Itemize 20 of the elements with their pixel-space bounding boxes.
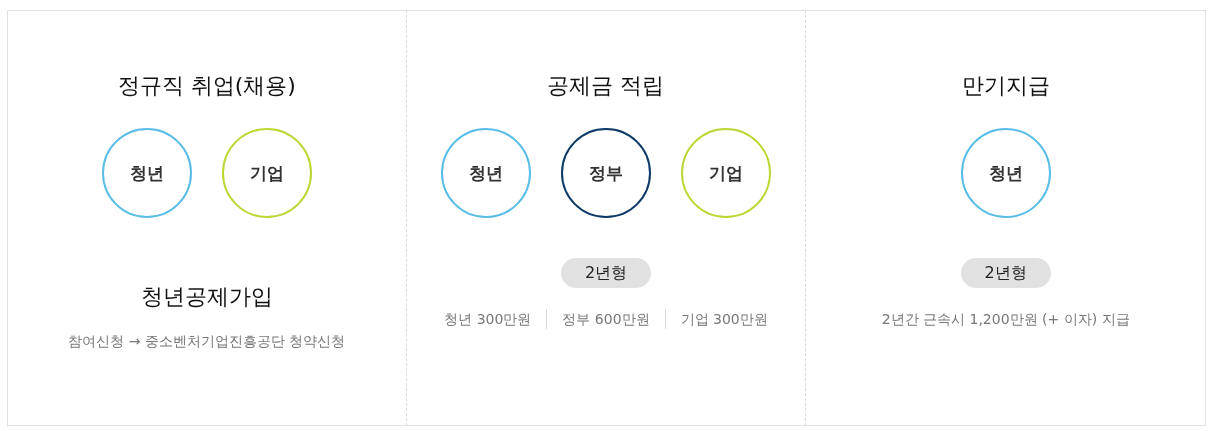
- participant-circle: 청년: [101, 128, 192, 218]
- step-panel: [806, 10, 1206, 426]
- payout-description: 2년간 근속시 1,200만원 (+ 이자) 지급: [881, 310, 1130, 329]
- amount-text: 청년 300만원: [444, 310, 532, 329]
- participant-circle: 청년: [960, 128, 1051, 218]
- participant-circle: 청년: [441, 128, 531, 218]
- participant-circle: 정부: [561, 128, 651, 218]
- amount-text: 기업 300만원: [680, 310, 768, 329]
- duration-badge: 2년형: [560, 258, 652, 288]
- participant-circle: 기업: [221, 128, 312, 218]
- panel-heading: 정규직 취업(채용): [117, 72, 296, 100]
- step-panel: [7, 10, 407, 426]
- panel-heading: 공제금 적립: [547, 72, 665, 100]
- panel-heading: 만기지급: [961, 72, 1050, 100]
- step-description: 참여신청 → 중소벤처기업진흥공단 청약신청: [68, 332, 346, 351]
- duration-badge: 2년형: [960, 258, 1051, 288]
- subheading: 청년공제가입: [140, 283, 273, 311]
- amount-text: 정부 600만원: [562, 310, 650, 329]
- participant-circle: 기업: [681, 128, 771, 218]
- step-panel: [406, 10, 807, 426]
